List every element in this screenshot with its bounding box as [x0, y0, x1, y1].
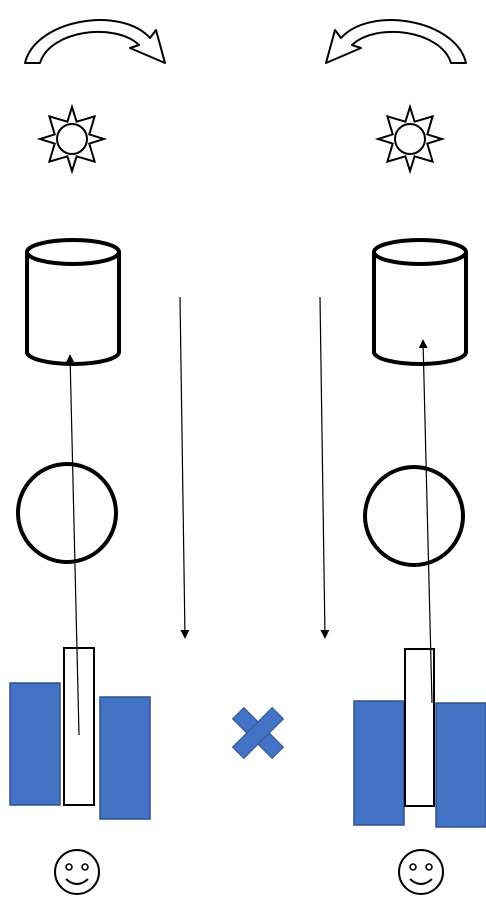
up-arrow: [418, 339, 433, 704]
blue-block-pair-right: [353, 648, 486, 828]
cylinder-shape: [372, 238, 468, 366]
cylinder-shape: [25, 238, 121, 366]
smiley-icon: [398, 849, 444, 895]
down-arrow: [319, 296, 330, 639]
blue-block: [353, 700, 405, 826]
circle-shape: [363, 465, 465, 567]
blue-block: [435, 702, 486, 828]
up-arrow: [65, 354, 80, 736]
down-arrow: [179, 296, 190, 639]
blue-cross-icon: [231, 706, 285, 760]
blue-block: [99, 696, 151, 820]
curved-arrow-counterclockwise-icon: [325, 19, 467, 64]
sun-icon: [36, 103, 108, 175]
smiley-icon: [54, 849, 100, 895]
blue-block: [9, 682, 61, 806]
blue-block-pair-left: [9, 647, 151, 820]
circle-shape: [16, 462, 118, 564]
sun-icon: [374, 103, 446, 175]
curved-arrow-clockwise-icon: [24, 19, 166, 64]
white-bar: [404, 648, 435, 807]
